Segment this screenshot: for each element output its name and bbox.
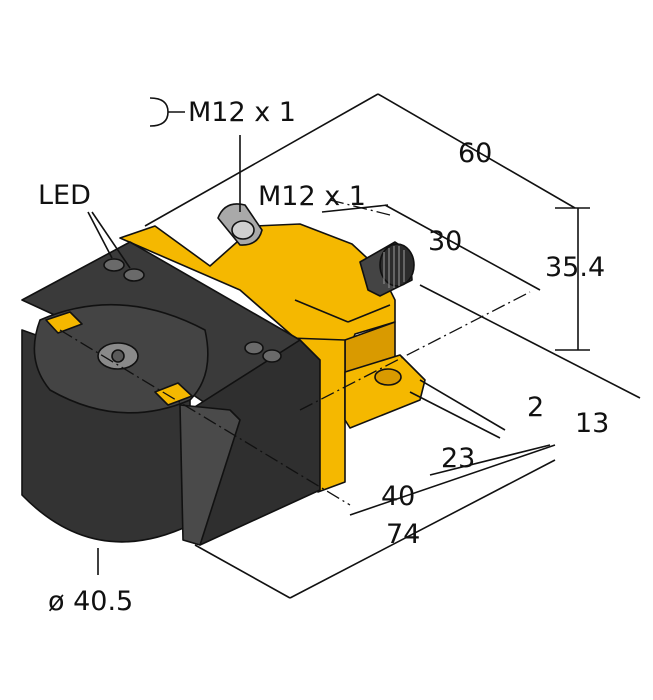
dimension-35-4: 35.4	[545, 252, 605, 283]
marker-right	[154, 382, 193, 406]
mounting-foot	[344, 354, 426, 429]
led-1	[103, 258, 125, 272]
dimension-40: 40	[381, 481, 415, 512]
side-connector	[359, 241, 415, 297]
dimension-2: 2	[527, 392, 544, 423]
labels: M12 x 1 M12 x 1 LED ø 40.5 60 30 35.4 13…	[38, 97, 609, 617]
dimension-13: 13	[575, 408, 609, 439]
dimension-30: 30	[428, 226, 462, 257]
dimension-23: 23	[441, 443, 475, 474]
marker-left	[45, 311, 83, 334]
label-connector-side: M12 x 1	[258, 181, 366, 212]
label-connector-top: M12 x 1	[188, 97, 296, 128]
top-connector	[217, 203, 263, 246]
dimension-74: 74	[386, 519, 420, 550]
dark-body	[21, 241, 321, 546]
label-diameter: ø 40.5	[48, 586, 133, 617]
dimension-lines	[87, 93, 641, 599]
label-led: LED	[38, 180, 91, 211]
led-4	[262, 349, 282, 363]
side-connector-thread	[379, 243, 415, 287]
dimension-60: 60	[458, 138, 492, 169]
led-3	[244, 341, 264, 355]
front-tab	[179, 404, 241, 546]
led-2	[123, 268, 145, 282]
mounting-hole	[374, 368, 402, 386]
connector-symbol-icon	[149, 97, 169, 127]
